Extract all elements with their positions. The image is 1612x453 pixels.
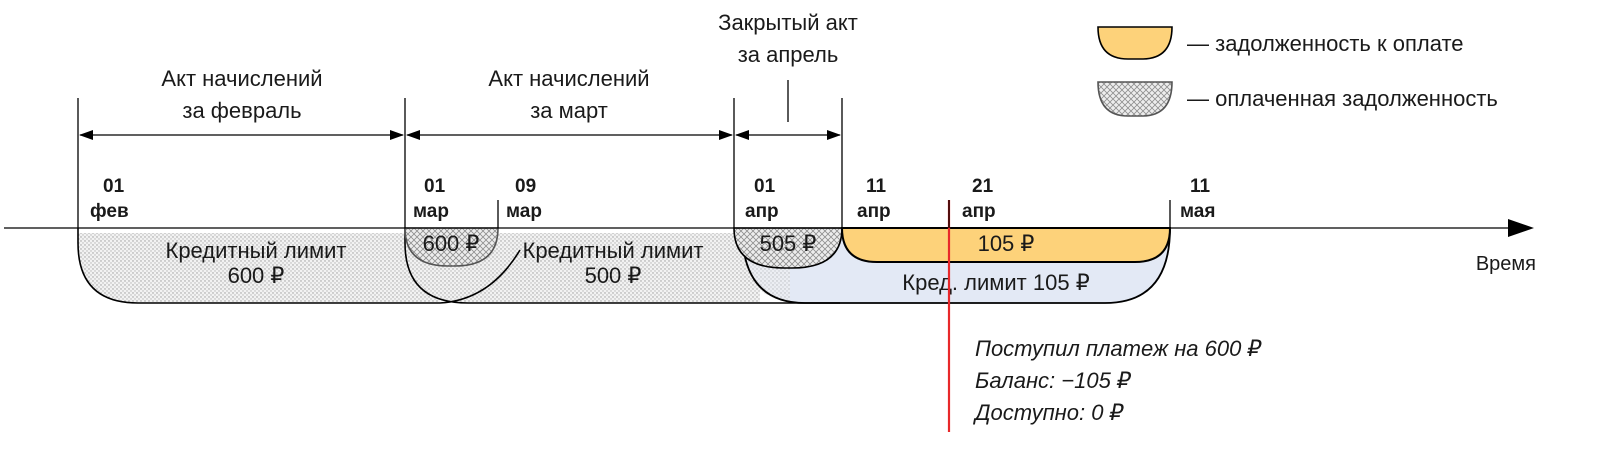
credit-limit-mar-line2: 500 ₽ xyxy=(585,263,642,288)
date-apr21-month: апр xyxy=(962,201,996,222)
act-apr-line1: Закрытый акт xyxy=(718,10,858,35)
paid-mar-label: 600 ₽ xyxy=(423,231,480,256)
date-feb01-month: фев xyxy=(90,201,129,222)
legend-debt-due-swatch xyxy=(1097,26,1173,60)
date-mar01-month: мар xyxy=(413,201,449,222)
axis-label: Время xyxy=(1476,253,1536,275)
credit-limit-feb-line1: Кредитный лимит xyxy=(166,238,347,263)
date-mar01-day: 01 xyxy=(424,176,446,197)
legend-debt-due-label: — задолженность к оплате xyxy=(1187,31,1464,56)
paid-bowl-mar xyxy=(404,227,499,267)
act-feb-line1: Акт начислений xyxy=(161,66,322,91)
date-apr21-day: 21 xyxy=(972,176,994,197)
credit-limit-feb-area xyxy=(78,233,440,303)
act-mar-line2: за март xyxy=(530,98,608,123)
credit-limit-mar-outline xyxy=(404,228,840,304)
paid-bowl-apr xyxy=(733,227,843,269)
act-feb-line2: за февраль xyxy=(182,98,301,123)
payment-note-line3: Доступно: 0 ₽ xyxy=(972,400,1125,425)
credit-limit-mar-area xyxy=(405,233,760,303)
date-mar09-month: мар xyxy=(506,201,542,222)
credit-limit-feb-outline xyxy=(77,228,521,304)
legend-paid-debt-label: — оплаченная задолженность xyxy=(1187,86,1498,111)
time-axis-arrowhead xyxy=(1508,219,1534,237)
act-mar-line1: Акт начислений xyxy=(488,66,649,91)
credit-limit-apr-outline xyxy=(741,227,1171,304)
legend: — задолженность к оплате — оплаченная за… xyxy=(1097,26,1498,117)
paid-apr-label: 505 ₽ xyxy=(760,231,817,256)
credit-limit-mar-line1: Кредитный лимит xyxy=(523,238,704,263)
date-mar09-day: 09 xyxy=(515,176,536,197)
date-apr11-day: 11 xyxy=(866,176,887,197)
date-may11-month: мая xyxy=(1180,201,1215,222)
credit-limit-apr-label: Кред. лимит 105 ₽ xyxy=(902,270,1089,295)
act-apr-line2: за апрель xyxy=(738,42,839,67)
date-apr11-month: апр xyxy=(857,201,891,222)
payment-note-line2: Баланс: −105 ₽ xyxy=(975,368,1132,393)
debt-due-label: 105 ₽ xyxy=(978,231,1035,256)
date-feb01-day: 01 xyxy=(103,176,125,197)
payment-note-line1: Поступил платеж на 600 ₽ xyxy=(975,336,1262,361)
date-may11-day: 11 xyxy=(1190,176,1211,197)
credit-limit-feb-line2: 600 ₽ xyxy=(228,263,285,288)
debt-due-area xyxy=(840,227,1172,263)
date-apr01-day: 01 xyxy=(754,176,776,197)
legend-paid-debt-swatch xyxy=(1097,81,1173,117)
date-apr01-month: апр xyxy=(745,201,779,222)
